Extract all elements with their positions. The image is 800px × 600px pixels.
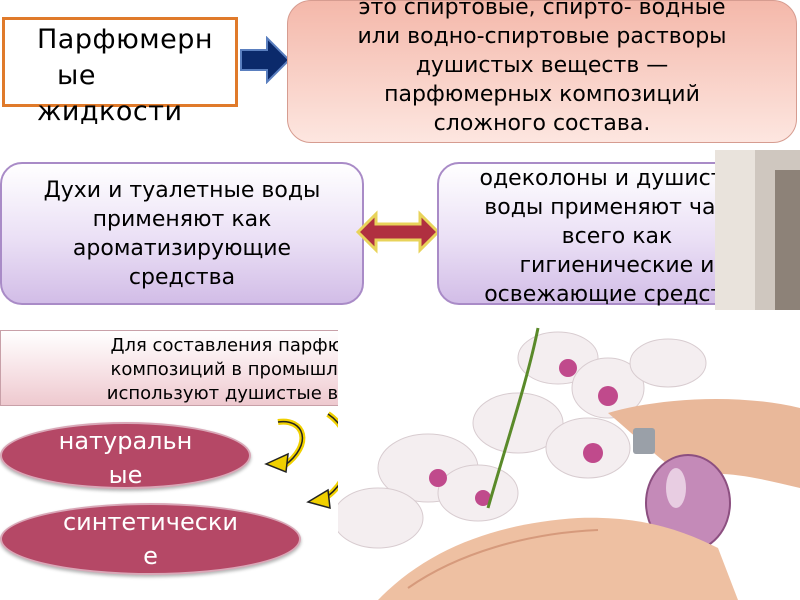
synthetic-line-2: е <box>143 542 158 570</box>
double-arrow-icon <box>356 210 440 254</box>
definition-line-1: это спиртовые, спирто- водные <box>358 0 726 20</box>
perfume-use-line-4: средства <box>128 265 236 290</box>
cologne-use-line-4: гигиенические и <box>519 253 715 278</box>
natural-line-1: натуральн <box>58 427 193 455</box>
perfume-use-line-2: применяют как <box>92 207 272 232</box>
synthetic-substances-oval: синтетически е <box>0 503 301 575</box>
definition-line-5: сложного состава. <box>433 111 651 136</box>
definition-line-4: парфюмерных композиций <box>384 82 700 107</box>
perfume-use-box: Духи и туалетные воды применяют как аром… <box>0 162 364 305</box>
natural-substances-oval: натуральн ые <box>0 422 251 489</box>
orchid-centers <box>429 359 618 506</box>
cologne-use-line-1: одеколоны и душистые <box>479 166 755 191</box>
cologne-use-line-3: всего как <box>561 224 673 249</box>
perfume-use-line-3: ароматизирующие <box>72 236 292 261</box>
background-photo-strip <box>715 150 800 310</box>
cologne-use-line-2: воды применяют чаще <box>484 195 750 220</box>
topic-title-line-1: Парфюмерн <box>37 24 214 55</box>
hand-upper <box>608 398 800 488</box>
definition-line-2: или водно-спиртовые растворы <box>357 24 727 49</box>
topic-title-box: Парфюмерн ые жидкости <box>2 17 238 127</box>
cologne-use-line-5: освежающие средства <box>484 282 750 307</box>
definition-box: это спиртовые, спирто- водные или водно-… <box>287 0 797 143</box>
perfume-use-line-1: Духи и туалетные воды <box>43 178 321 203</box>
definition-line-3: душистых веществ — <box>415 53 669 78</box>
natural-line-2: ые <box>108 461 143 489</box>
orchids-perfume-photo <box>338 318 800 600</box>
perfume-bottle-cap <box>633 428 655 454</box>
hand-lower <box>378 517 738 600</box>
topic-title-line-3: жидкости <box>37 96 183 127</box>
synthetic-line-1: синтетически <box>62 508 239 536</box>
topic-title-line-2: ые <box>57 60 96 91</box>
orchid-flowers <box>338 331 707 549</box>
right-arrow-icon <box>240 36 291 84</box>
